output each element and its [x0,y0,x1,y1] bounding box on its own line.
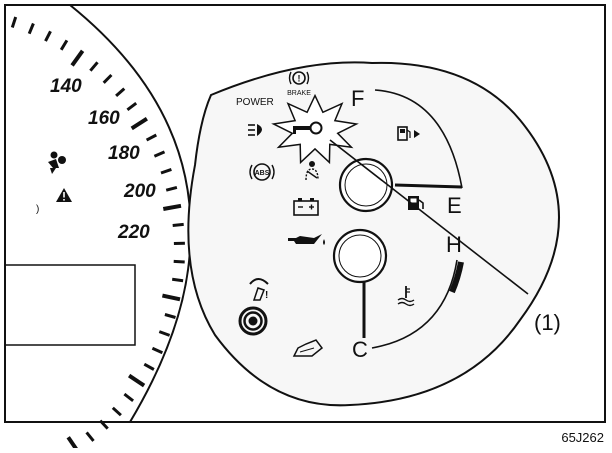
speedometer-tick [172,279,183,280]
speed-label-220: 220 [117,222,150,243]
fuel-gauge-needle [395,185,462,187]
speedometer-tick [68,437,78,448]
temp-gauge-pivot [334,230,386,282]
speedometer-tick [173,224,184,225]
callout-label: (1) [534,310,561,335]
speed-label-180: 180 [108,143,140,164]
temp-cold-label: C [352,337,368,362]
speedometer-tick [174,261,185,262]
speed-label-140: 140 [50,76,82,97]
brake-warning-label: BRAKE [287,90,311,97]
edge-glyph: ) [36,204,39,215]
speed-label-160: 160 [88,108,120,129]
fuel-empty-label: E [447,193,462,218]
power-steering-mark: ! [265,290,268,301]
brake-mark: ! [298,74,301,84]
figure-code: 65J262 [561,430,604,445]
power-indicator-label: POWER [236,97,274,108]
tire-pressure-icon [240,308,266,334]
speed-label-200: 200 [123,181,156,202]
fuel-gauge-pivot [340,159,392,211]
fuel-full-label: F [351,86,364,111]
speedometer-tick [87,432,94,441]
abs-warning-label: ABS [255,170,270,177]
